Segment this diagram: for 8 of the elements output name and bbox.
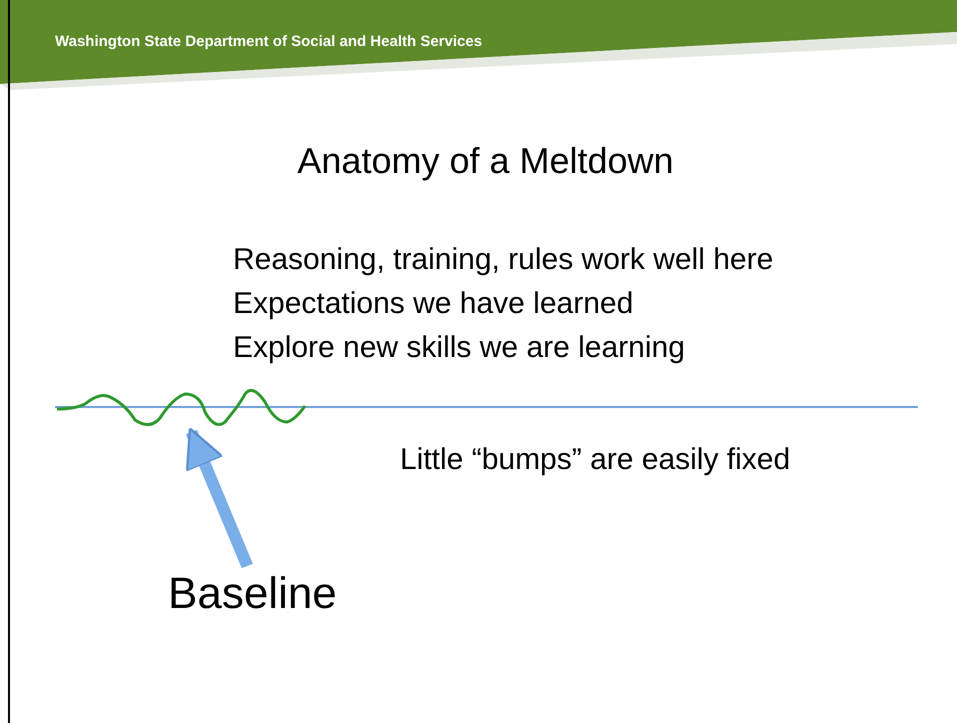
header-text: Washington State Department of Social and Health Services <box>55 33 482 50</box>
leader-arrow <box>186 427 253 568</box>
callout-text: Baseline <box>168 566 337 622</box>
text-line: Reasoning, training, rules work well here <box>233 243 774 277</box>
text-line: Expectations we have learned <box>233 287 634 321</box>
slide-title: Anatomy of a Meltdown <box>296 140 675 182</box>
text-line: Little “bumps” are easily fixed <box>400 443 790 477</box>
text-line: Explore new skills we are learning <box>233 331 685 365</box>
